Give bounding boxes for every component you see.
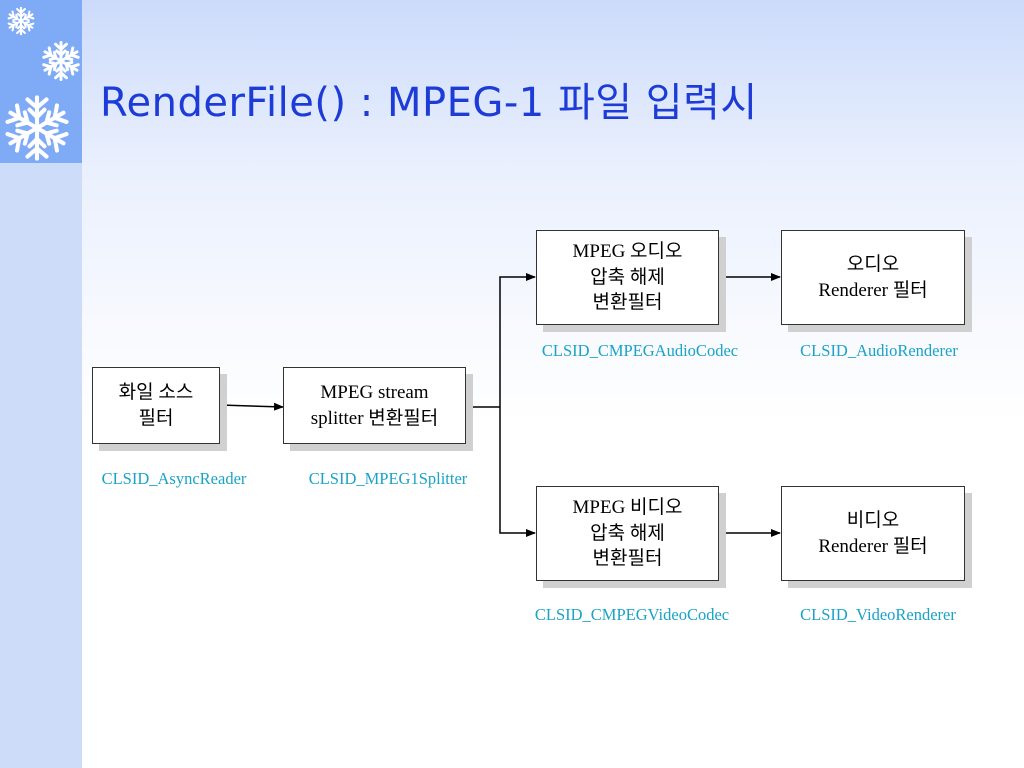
slide-title: RenderFile() : MPEG-1 파일 입력시 (100, 80, 758, 126)
edge-source-to-splitter (219, 402, 284, 411)
node-label: 오디오 (846, 253, 900, 275)
video-decoder-filter-box: MPEG 비디오 압축 해제 변환필터 (536, 486, 719, 581)
node-label: splitter 변환필터 (310, 407, 439, 429)
snowflake-icon (3, 95, 71, 162)
node-label: 필터 (138, 407, 174, 429)
clsid-label: CLSID_CMPEGAudioCodec (541, 341, 739, 360)
clsid-label: CLSID_VideoRenderer (800, 605, 956, 624)
mpeg-splitter-filter-box: MPEG stream splitter 변환필터 (283, 367, 466, 444)
edge-splitter-to-video-decoder (499, 407, 536, 537)
audio-decoder-filter-box: MPEG 오디오 압축 해제 변환필터 (536, 230, 719, 325)
node-label: 압축 해제 (590, 522, 665, 544)
node-label: 압축 해제 (590, 266, 665, 288)
edge-splitter-to-audio-decoder (499, 273, 536, 407)
node-label: MPEG stream (320, 381, 429, 403)
snowflake-icon (6, 6, 36, 36)
video-renderer-filter-box: 비디오 Renderer 필터 (781, 486, 965, 581)
clsid-label: CLSID_MPEG1Splitter (308, 469, 468, 488)
snowflake-icon (40, 41, 82, 81)
file-source-filter-box: 화일 소스 필터 (92, 367, 220, 444)
clsid-label: CLSID_AsyncReader (101, 469, 247, 488)
audio-renderer-filter-box: 오디오 Renderer 필터 (781, 230, 965, 325)
node-label: 화일 소스 (118, 381, 194, 403)
node-label: MPEG 오디오 (572, 241, 683, 263)
clsid-label: CLSID_CMPEGVideoCodec (534, 605, 730, 624)
node-label: 비디오 (846, 509, 900, 531)
clsid-label: CLSID_AudioRenderer (800, 341, 958, 360)
node-label: Renderer 필터 (818, 279, 928, 301)
node-label: 변환필터 (592, 548, 663, 570)
node-label: Renderer 필터 (818, 535, 928, 557)
node-label: MPEG 비디오 (572, 497, 683, 519)
node-label: 변환필터 (592, 292, 663, 314)
